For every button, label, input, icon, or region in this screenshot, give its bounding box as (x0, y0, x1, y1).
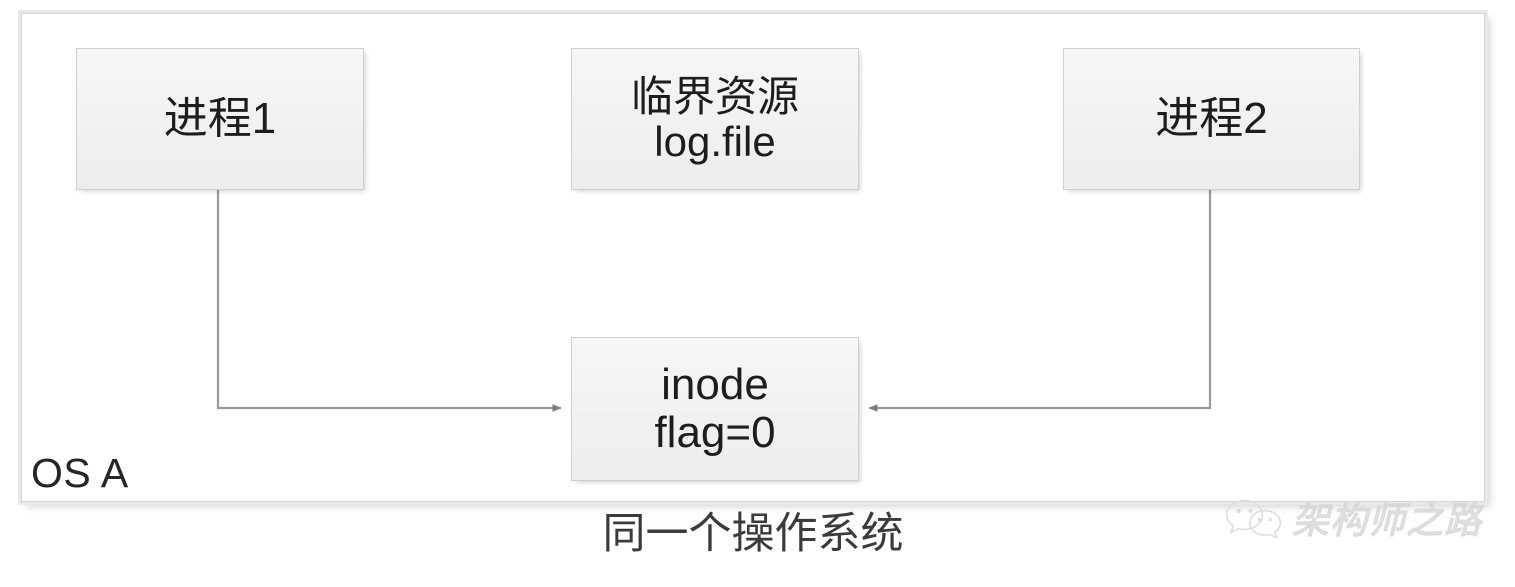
process-1-box[interactable]: 进程1 (76, 48, 364, 190)
process-2-label: 进程2 (1155, 94, 1268, 144)
critical-resource-box[interactable]: 临界资源 log.file (571, 48, 859, 190)
critical-resource-filename: log.file (654, 118, 776, 165)
process-2-box[interactable]: 进程2 (1063, 48, 1360, 190)
watermark: 架构师之路 (1222, 496, 1482, 545)
inode-title: inode (661, 360, 769, 410)
inode-box[interactable]: inode flag=0 (571, 337, 859, 481)
inode-flag-value: flag=0 (654, 408, 776, 457)
watermark-text: 架构师之路 (1291, 500, 1482, 541)
process-1-label: 进程1 (163, 94, 277, 144)
wechat-icon (1222, 496, 1284, 545)
os-container-border (21, 13, 1485, 502)
diagram-caption: 同一个操作系统 (602, 510, 904, 558)
os-a-label: OS A (31, 450, 129, 496)
os-container: 进程1 临界资源 log.file 进程2 inode flag=0 OS A (18, 10, 1488, 505)
critical-resource-title: 临界资源 (630, 72, 799, 120)
